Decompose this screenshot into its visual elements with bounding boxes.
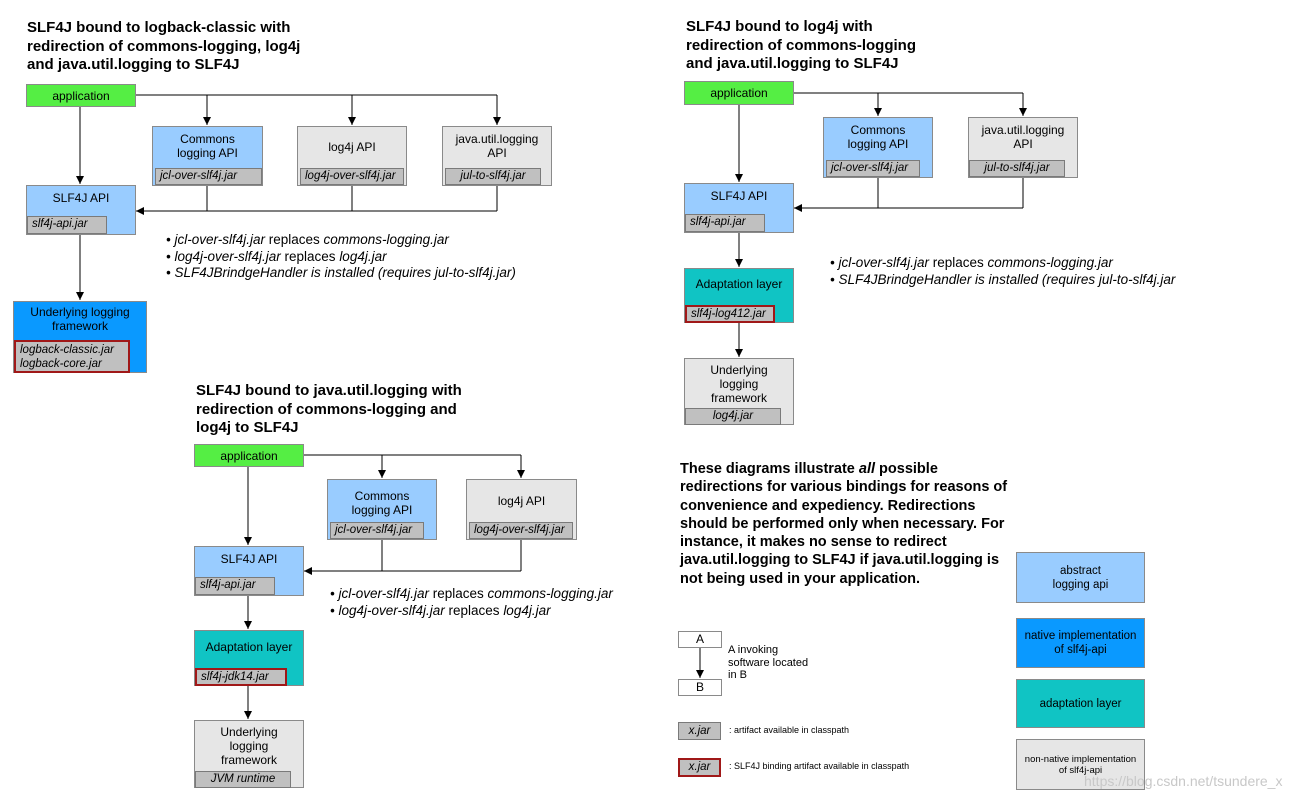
d1-jul-label: java.util.logging API	[455, 132, 539, 160]
d2-slf4j-jar: slf4j-api.jar	[685, 214, 765, 232]
d2-slf4j-label: SLF4J API	[710, 189, 768, 203]
legend-non-native-impl: non-native implementation of slf4j-api	[1016, 739, 1145, 790]
d3-slf4j-label: SLF4J API	[220, 552, 278, 566]
d1-bullet-2: • log4j-over-slf4j.jar replaces log4j.ja…	[166, 248, 387, 264]
d3-underlying-box: Underlying logging framework JVM runtime	[194, 720, 304, 788]
d3-adaptation-jar: slf4j-jdk14.jar	[195, 668, 287, 686]
d3-bullets: • jcl-over-slf4j.jar replaces commons-lo…	[330, 586, 613, 619]
d3-bullet-1: • jcl-over-slf4j.jar replaces commons-lo…	[330, 586, 613, 601]
d2-adaptation-label: Adaptation layer	[695, 277, 783, 291]
d3-log4j-box: log4j API log4j-over-slf4j.jar	[466, 479, 577, 540]
d2-underlying-label: Underlying logging framework	[710, 363, 768, 405]
d2-bullet-2: • SLF4JBrindgeHandler is installed (requ…	[830, 271, 1176, 287]
diagram3-title: SLF4J bound to java.util.logging with re…	[196, 382, 462, 436]
d2-bullets: • jcl-over-slf4j.jar replaces commons-lo…	[830, 255, 1190, 288]
legend-adaptation-layer: adaptation layer	[1016, 679, 1145, 728]
d1-application-box: application	[26, 84, 136, 107]
legend-invoking-text: A invoking software located in B	[728, 644, 809, 681]
d3-adaptation-label: Adaptation layer	[205, 640, 293, 654]
d3-commons-jar: jcl-over-slf4j.jar	[330, 522, 424, 539]
d1-log4j-box: log4j API log4j-over-slf4j.jar	[297, 126, 407, 186]
d2-jul-jar: jul-to-slf4j.jar	[969, 160, 1065, 177]
d2-adaptation-jar: slf4j-log412.jar	[685, 305, 775, 323]
d1-jul-box: java.util.logging API jul-to-slf4j.jar	[442, 126, 552, 186]
d3-application-label: application	[220, 449, 278, 463]
d3-slf4j-box: SLF4J API slf4j-api.jar	[194, 546, 304, 596]
d1-bullet-3: • SLF4JBrindgeHandler is installed (requ…	[166, 265, 516, 280]
legend-a-box: A	[678, 631, 722, 648]
d2-adaptation-box: Adaptation layer slf4j-log412.jar	[684, 268, 794, 323]
watermark: https://blog.csdn.net/tsundere_x	[1084, 773, 1283, 789]
d2-bullet-1: • jcl-over-slf4j.jar replaces commons-lo…	[830, 255, 1113, 270]
d2-jul-label: java.util.logging API	[981, 123, 1065, 151]
legend-artifact-desc: : artifact available in classpath	[729, 725, 850, 735]
diagram1-title: SLF4J bound to logback-classic with redi…	[27, 19, 301, 73]
d1-bullets: • jcl-over-slf4j.jar replaces commons-lo…	[166, 232, 516, 282]
d3-commons-box: Commons logging API jcl-over-slf4j.jar	[327, 479, 437, 540]
d3-slf4j-jar: slf4j-api.jar	[195, 577, 275, 595]
d1-commons-box: Commons logging API jcl-over-slf4j.jar	[152, 126, 263, 186]
d1-jul-jar: jul-to-slf4j.jar	[445, 168, 541, 185]
d1-log4j-jar: log4j-over-slf4j.jar	[300, 168, 404, 185]
d1-slf4j-box: SLF4J API slf4j-api.jar	[26, 185, 136, 235]
d2-application-label: application	[710, 86, 768, 100]
d1-underlying-jar: logback-classic.jar logback-core.jar	[14, 340, 130, 373]
legend-artifact-jar: x.jar	[678, 722, 721, 740]
d2-jul-box: java.util.logging API jul-to-slf4j.jar	[968, 117, 1078, 178]
legend-native-impl: native implementation of slf4j-api	[1016, 618, 1145, 668]
legend-binding-desc: : SLF4J binding artifact available in cl…	[729, 761, 910, 771]
d3-underlying-jar: JVM runtime	[195, 771, 291, 788]
d2-commons-label: Commons logging API	[847, 123, 909, 151]
d1-commons-label: Commons logging API	[177, 132, 238, 160]
d3-bullet-2: • log4j-over-slf4j.jar replaces log4j.ja…	[330, 602, 551, 618]
d3-log4j-label: log4j API	[497, 494, 546, 508]
d2-commons-box: Commons logging API jcl-over-slf4j.jar	[823, 117, 933, 178]
legend-abstract-api: abstract logging api	[1016, 552, 1145, 603]
d1-bullet-1: • jcl-over-slf4j.jar replaces commons-lo…	[166, 232, 449, 247]
d3-log4j-jar: log4j-over-slf4j.jar	[469, 522, 573, 539]
d1-slf4j-label: SLF4J API	[52, 191, 110, 205]
d2-application-box: application	[684, 81, 794, 105]
d3-application-box: application	[194, 444, 304, 467]
legend-binding-jar: x.jar	[678, 758, 721, 777]
d3-commons-label: Commons logging API	[351, 489, 413, 517]
d1-underlying-label: Underlying logging framework	[30, 305, 130, 333]
d1-slf4j-jar: slf4j-api.jar	[27, 216, 107, 234]
diagram2-title: SLF4J bound to log4j with redirection of…	[686, 18, 917, 72]
d2-underlying-box: Underlying logging framework log4j.jar	[684, 358, 794, 425]
d3-adaptation-box: Adaptation layer slf4j-jdk14.jar	[194, 630, 304, 686]
d1-commons-jar: jcl-over-slf4j.jar	[155, 168, 262, 185]
d1-application-label: application	[52, 89, 110, 103]
legend-b-box: B	[678, 679, 722, 696]
d2-slf4j-box: SLF4J API slf4j-api.jar	[684, 183, 794, 233]
d2-commons-jar: jcl-over-slf4j.jar	[826, 160, 920, 177]
d1-log4j-label: log4j API	[328, 140, 376, 154]
explanation-note: These diagrams illustrate all possible r…	[680, 461, 1008, 587]
d2-underlying-jar: log4j.jar	[685, 408, 781, 425]
d3-underlying-label: Underlying logging framework	[220, 725, 278, 767]
d1-underlying-box: Underlying logging framework logback-cla…	[13, 301, 147, 373]
